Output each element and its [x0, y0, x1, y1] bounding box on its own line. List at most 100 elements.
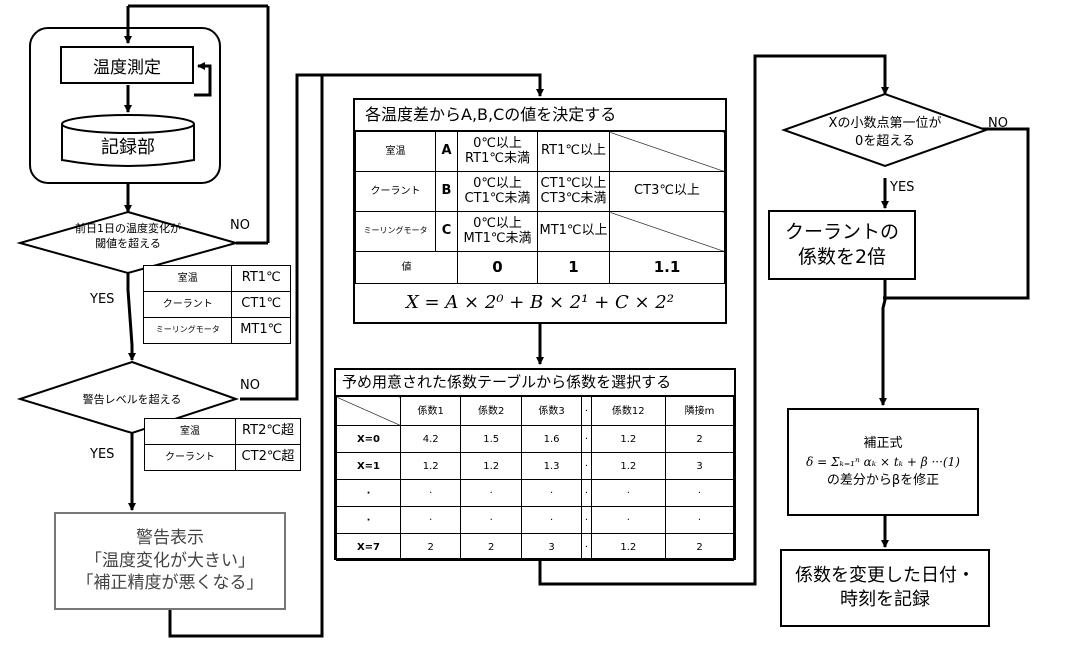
yes-label-1: YES [90, 292, 115, 307]
coef-table-title: 予め用意された係数テーブルから係数を選択する [336, 370, 734, 396]
table-row: ······· [336, 479, 734, 507]
coef-header-m: 隣接m [665, 396, 734, 426]
coef-cell: · [581, 425, 592, 453]
coef-cell: · [581, 479, 592, 507]
correction-box: 補正式 δ = Σₖ₌₁ⁿ αₖ × tₖ + β ···(1) の差分からβを… [787, 408, 979, 516]
temperature-measure-box: 温度測定 [60, 46, 194, 84]
coef-cell: X=7 [336, 533, 401, 561]
coef-cell: · [520, 479, 583, 507]
coef-cell: 1.2 [590, 425, 667, 453]
abc-row-motor-letter: C [435, 211, 458, 252]
yes-label-3: YES [890, 180, 915, 195]
coef-header-corner [336, 396, 401, 426]
coef-header-12: 係数12 [590, 396, 667, 426]
no-label-1: NO [230, 218, 250, 233]
sensor-group-frame [29, 27, 221, 184]
coef-cell: · [399, 479, 462, 507]
coef-cell: 1.2 [399, 452, 462, 480]
abc-coolant-c1a: CT1℃以上 [540, 176, 607, 192]
coef-cell: 1.5 [460, 425, 522, 453]
abc-value-0: 0 [457, 251, 538, 284]
decision-warning-level-shape [16, 360, 240, 435]
coef-header-dots: · [581, 396, 592, 426]
coef-cell: · [590, 479, 667, 507]
abc-motor-c0a: 0℃以上 [473, 216, 522, 232]
coef-cell: · [581, 533, 592, 561]
decision-temp-change-line1: 前日1日の温度変化が [75, 222, 181, 235]
coef-cell: · [336, 479, 401, 507]
threshold1-coolant-value: CT1℃ [231, 291, 291, 318]
abc-row-room-letter: A [435, 131, 458, 172]
coef-cell: · [460, 479, 522, 507]
decision-decimal-line2: 0を超える [855, 133, 915, 149]
abc-coolant-c0b: CT1℃未満 [464, 190, 531, 206]
abc-row-room-name: 室温 [355, 131, 436, 172]
decision-temp-change-text: 前日1日の温度変化が 閾値を超える [36, 222, 220, 252]
abc-row-coolant-name: クーラント [355, 171, 436, 212]
no-label-2: NO [240, 378, 260, 393]
no-label-3: NO [988, 116, 1008, 131]
coef-cell: · [581, 506, 592, 534]
abc-motor-empty [609, 211, 725, 252]
abc-room-c0b: RT1℃未満 [465, 150, 530, 166]
abc-table-title: 各温度差からA,B,Cの値を決定する [355, 100, 725, 131]
abc-row-coolant-letter: B [435, 171, 458, 212]
threshold1-motor-label: ミーリングモータ [142, 317, 233, 344]
abc-motor-c1: MT1℃以上 [537, 211, 610, 252]
decision-decimal-line1: Xの小数点第一位が [828, 116, 942, 131]
coef-cell: · [665, 479, 734, 507]
yes-label-2: YES [90, 447, 115, 462]
coef-cell: · [590, 506, 667, 534]
record-unit-label: 記録部 [101, 137, 155, 158]
coef-cell: 1.3 [520, 452, 583, 480]
coef-cell: 1.2 [460, 452, 522, 480]
warning-line2: 「補正精度が悪くなる」 [76, 573, 264, 594]
coolant-double-line2: 係数を2倍 [797, 246, 887, 268]
warning-line1: 「温度変化が大きい」 [85, 550, 255, 571]
decision-temp-change-line2: 閾値を超える [95, 236, 161, 250]
decision-decimal-shape [781, 92, 989, 168]
threshold2-room-value: RT2℃超 [235, 418, 301, 445]
coef-cell: · [520, 506, 583, 534]
coef-cell: · [336, 506, 401, 534]
coef-cell: 2 [665, 533, 734, 561]
decision-temp-change-shape [16, 210, 240, 275]
threshold1-room-value: RT1℃ [231, 265, 291, 292]
coolant-double-box: クーラントの 係数を2倍 [768, 210, 916, 280]
abc-value-2: 1.1 [609, 251, 725, 284]
coef-header-3: 係数3 [520, 396, 583, 426]
decision-warning-level-text: 警告レベルを超える [82, 393, 182, 406]
threshold2-coolant-value: CT2℃超 [235, 444, 301, 471]
coef-cell: · [460, 506, 522, 534]
coef-cell: 4.2 [399, 425, 462, 453]
coef-cell: 3 [520, 533, 583, 561]
correction-formula: δ = Σₖ₌₁ⁿ αₖ × tₖ + β ···(1) [806, 455, 960, 469]
coef-cell: 3 [665, 452, 734, 480]
abc-motor-c0b: MT1℃未満 [463, 230, 532, 246]
abc-value-table: 各温度差からA,B,Cの値を決定する 室温 A 0℃以上 RT1℃未満 RT1℃以… [353, 98, 727, 324]
temperature-measure-label: 温度測定 [93, 57, 161, 78]
coef-cell: 2 [399, 533, 462, 561]
abc-value-label: 値 [355, 251, 458, 284]
threshold1-room-label: 室温 [142, 265, 233, 292]
threshold2-coolant-label: クーラント [144, 444, 236, 471]
abc-coolant-c1b: CT3℃未満 [540, 190, 607, 206]
coef-cell: · [581, 452, 592, 480]
abc-coolant-c2: CT3℃以上 [609, 171, 725, 212]
abc-room-c1: RT1℃以上 [537, 131, 610, 172]
coef-header-2: 係数2 [460, 396, 522, 426]
coefficient-table: 予め用意された係数テーブルから係数を選択する 係数1 係数2 係数3 · 係数1… [334, 368, 736, 561]
x-formula: X = A × 2⁰ + B × 2¹ + C × 2² [406, 292, 674, 313]
coef-cell: · [399, 506, 462, 534]
abc-value-1: 1 [537, 251, 610, 284]
coolant-double-line1: クーラントの [784, 221, 899, 244]
coef-cell: 2 [665, 425, 734, 453]
threshold2-room-label: 室温 [144, 418, 236, 445]
abc-coolant-c0a: 0℃以上 [473, 176, 522, 192]
table-row: ······· [336, 506, 734, 534]
